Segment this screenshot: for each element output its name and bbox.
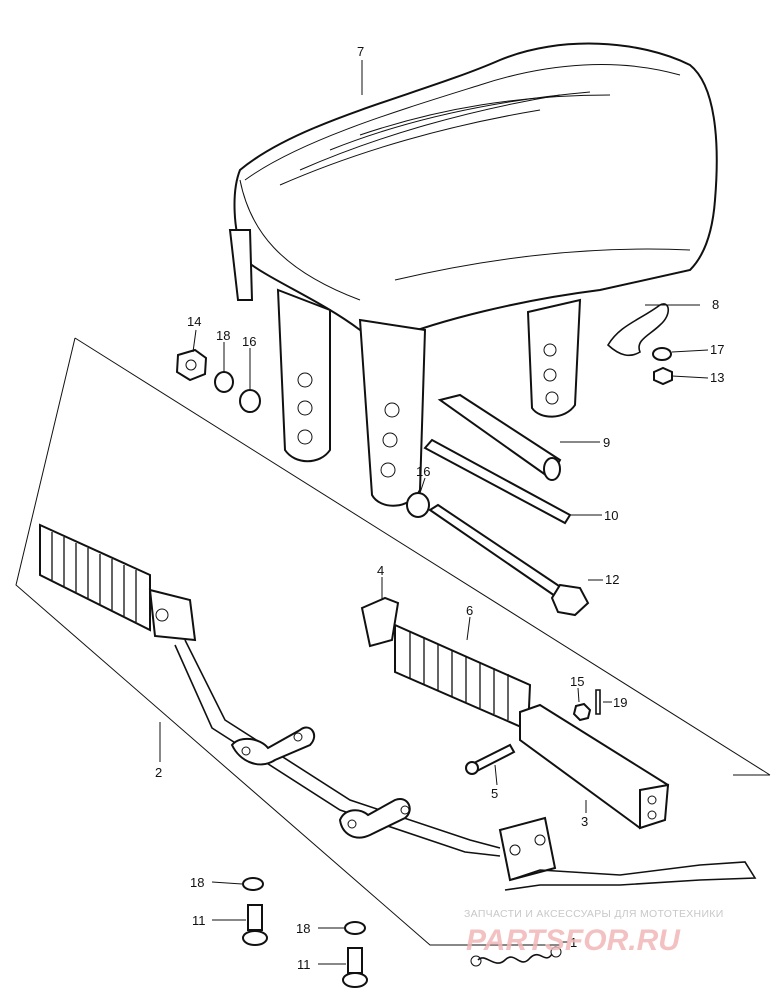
- pin-19: [595, 689, 601, 715]
- callout-16-lower: 16: [416, 464, 430, 479]
- callout-18-lower-a: 18: [190, 875, 204, 890]
- assembly-boundary: [15, 337, 771, 946]
- footpeg-arm-3: [519, 703, 670, 830]
- callout-18-upper: 18: [216, 328, 230, 343]
- callout-7: 7: [357, 44, 364, 59]
- callout-5: 5: [491, 786, 498, 801]
- leader-lines: [159, 60, 709, 965]
- washer-17: [652, 347, 672, 361]
- callout-11-b: 11: [297, 957, 311, 972]
- footpeg-rubber-right-6: [394, 623, 532, 732]
- callout-10: 10: [604, 508, 618, 523]
- callout-3: 3: [581, 814, 588, 829]
- return-spring-1: [470, 946, 562, 967]
- bolt-11-b: [342, 947, 368, 988]
- callout-13: 13: [710, 370, 724, 385]
- bolt-11-a: [242, 904, 268, 946]
- callout-4: 4: [377, 563, 384, 578]
- callout-18-lower-b: 18: [296, 921, 310, 936]
- seat-drawing: [228, 42, 718, 507]
- callout-16-upper: 16: [242, 334, 256, 349]
- nut-15: [572, 702, 592, 722]
- callout-2: 2: [155, 765, 162, 780]
- nut-14: [175, 348, 208, 382]
- callout-9: 9: [603, 435, 610, 450]
- watermark-caption: ЗАПЧАСТИ И АКСЕССУАРЫ ДЛЯ МОТОТЕХНИКИ: [464, 908, 724, 920]
- washer-18-lower-b: [344, 921, 366, 935]
- callout-6: 6: [466, 603, 473, 618]
- callout-1: 1: [570, 935, 577, 950]
- footpeg-bar-2: [148, 588, 501, 857]
- callout-17: 17: [710, 342, 724, 357]
- callout-11-a: 11: [192, 913, 206, 928]
- washer-18-lower-a: [242, 877, 264, 891]
- callout-15: 15: [570, 674, 584, 689]
- bolt-12: [428, 503, 590, 617]
- nut-13: [653, 366, 673, 386]
- callout-12: 12: [605, 572, 619, 587]
- bracket-4: [360, 596, 400, 648]
- footpeg-rubber-left: [39, 523, 151, 632]
- watermark-logo: PARTSFOR.RU: [466, 924, 681, 957]
- washer-18-upper: [214, 371, 234, 393]
- pivot-bracket: [498, 816, 757, 891]
- bolt-5-head: [465, 761, 479, 775]
- washer-16-upper: [239, 389, 261, 413]
- washer-16-lower: [406, 492, 430, 518]
- callout-19: 19: [613, 695, 627, 710]
- spacer-collar-9: [437, 393, 562, 481]
- retaining-clip-8: [606, 303, 670, 357]
- callout-14: 14: [187, 314, 201, 329]
- callout-8: 8: [712, 297, 719, 312]
